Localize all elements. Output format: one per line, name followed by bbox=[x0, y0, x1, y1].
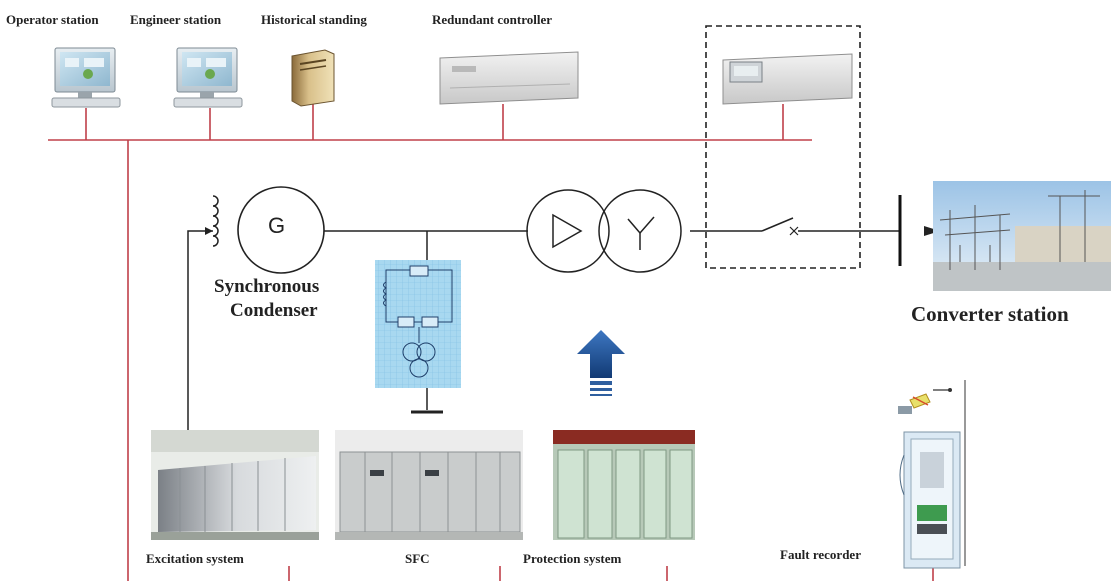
arrow-into-coil-icon bbox=[205, 227, 213, 235]
protection-system-photo bbox=[553, 430, 695, 540]
historical-standing-label: Historical standing bbox=[261, 12, 367, 27]
excitation-coil-icon bbox=[187, 195, 219, 430]
dashed-group-box bbox=[705, 25, 861, 269]
ground-symbol bbox=[411, 388, 443, 414]
excitation-system-label: Excitation system bbox=[146, 551, 244, 566]
operator-station-label: Operator station bbox=[6, 12, 99, 27]
engineer-station-label: Engineer station bbox=[130, 12, 222, 27]
fault-recorder-label: Fault recorder bbox=[780, 547, 861, 562]
excitation-system-photo bbox=[151, 430, 319, 540]
transformer-symbol bbox=[526, 189, 682, 273]
breaker-cross-icon bbox=[789, 226, 799, 236]
synchronous-label: Synchronous bbox=[214, 276, 320, 297]
converter-station-label: Converter station bbox=[911, 302, 1069, 326]
condenser-label: Condenser bbox=[230, 300, 318, 321]
generator-label: G bbox=[268, 213, 286, 238]
redundant-controller-icon bbox=[439, 51, 579, 105]
fault-recorder-cabinet-icon bbox=[898, 380, 966, 569]
up-arrow-icon bbox=[577, 330, 625, 396]
operator-station-pc-icon bbox=[51, 47, 121, 108]
engineer-station-pc-icon bbox=[173, 47, 243, 108]
protection-relay-unit-icon bbox=[722, 53, 853, 105]
redundant-controller-label: Redundant controller bbox=[432, 12, 553, 27]
generator-symbol bbox=[237, 186, 325, 274]
sfc-schematic-panel bbox=[375, 260, 461, 388]
converter-station-photo bbox=[933, 181, 1111, 291]
historical-server-icon bbox=[291, 49, 335, 107]
arrow-right-icon bbox=[924, 226, 940, 236]
protection-system-label: Protection system bbox=[523, 551, 622, 566]
electrical-line bbox=[323, 217, 900, 260]
sfc-label: SFC bbox=[405, 551, 430, 566]
sfc-photo bbox=[335, 430, 523, 540]
